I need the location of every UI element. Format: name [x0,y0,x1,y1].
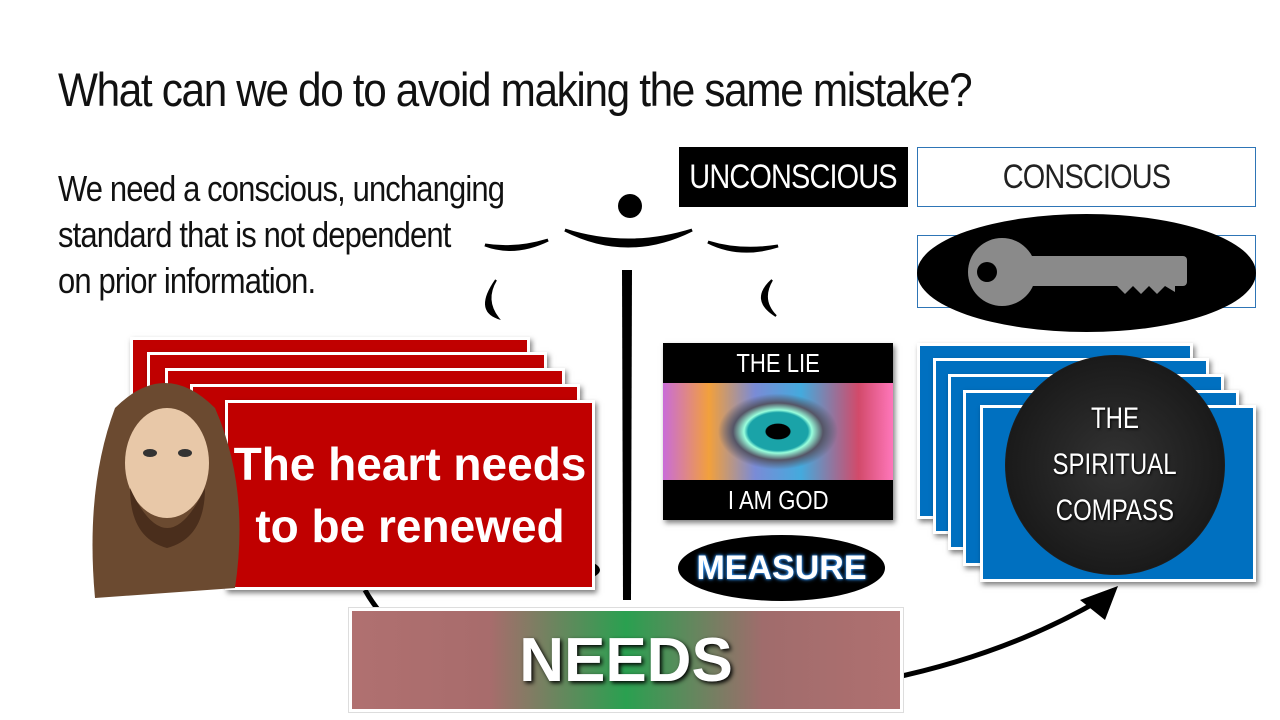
lie-card: THE LIE I AM GOD [663,343,893,520]
eye-image [663,383,893,480]
conscious-label: CONSCIOUS [917,147,1256,207]
spiritual-compass: THE SPIRITUAL COMPASS [1005,355,1225,575]
body-line: on prior information. [58,260,316,301]
key-image [917,214,1256,332]
body-text: We need a conscious, unchanging standard… [58,166,505,304]
scale-beam [564,228,693,248]
compass-line: COMPASS [1055,494,1175,527]
compass-line: SPIRITUAL [1052,448,1178,481]
slide-title: What can we do to avoid making the same … [58,63,973,116]
compass-line: THE [1090,402,1139,435]
heart-card-line: to be renewed [255,500,565,552]
body-line: standard that is not dependent [58,214,451,255]
key-icon [968,238,1187,306]
unconscious-label: UNCONSCIOUS [679,147,908,207]
needs-banner: NEEDS [349,608,903,712]
scale-post [622,270,632,600]
body-line: We need a conscious, unchanging [58,168,505,209]
lie-card-bottom: I AM GOD [727,485,829,515]
jesus-portrait-image [92,383,240,598]
heart-card: The heart needs to be renewed [225,400,595,590]
measure-label: MEASURE [678,535,885,601]
lie-card-top: THE LIE [736,348,820,378]
heart-card-line: The heart needs [233,438,587,490]
scale-top-dot [618,194,642,218]
